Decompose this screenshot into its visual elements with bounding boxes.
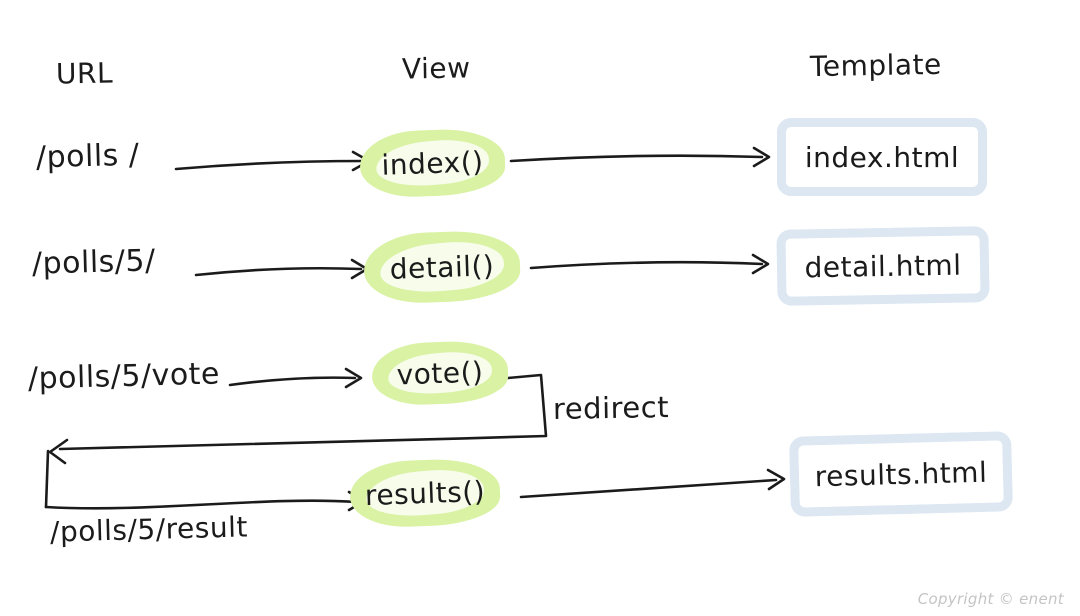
url-label-polls-detail: /polls/5/ [31,243,157,282]
view-node-detail-label: detail() [389,248,495,286]
url-label-polls-vote: /polls/5/vote [27,356,221,397]
column-header-url: URL [55,56,114,91]
arrow-polls-to-index [174,150,371,172]
column-header-view: View [401,51,471,86]
arrow-results-to-template [519,468,786,499]
column-header-template: Template [809,47,943,84]
view-node-results-label: results() [364,474,486,512]
template-box-results-label: results.html [814,455,988,493]
view-node-vote-label: vote() [396,354,484,392]
template-box-results: results.html [788,431,1014,517]
url-label-polls-result: /polls/5/result [49,510,249,549]
arrow-detail-to-template [529,253,770,275]
redirect-path [44,373,548,509]
arrow-result-url-to-results [44,490,366,512]
template-box-index: index.html [777,118,987,196]
template-box-detail: detail.html [776,226,990,306]
arrow-polls5-to-detail [194,258,369,280]
view-node-index-label: index() [380,144,485,182]
copyright-text: Copyright © enent [917,590,1064,608]
arrow-index-to-template [509,146,771,168]
template-box-detail-label: detail.html [804,248,962,284]
arrow-vote-url-to-vote [228,367,363,389]
url-label-polls-index: /polls / [35,137,140,176]
redirect-label: redirect [552,389,670,427]
template-box-index-label: index.html [804,140,960,174]
